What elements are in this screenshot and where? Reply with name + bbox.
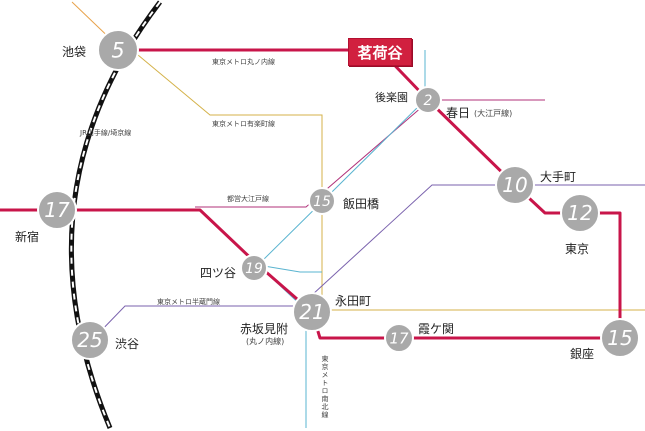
line-label-namboku: 東京メトロ南北線 [321, 355, 329, 419]
station-minutes-iidabashi: 15 [313, 194, 331, 210]
station-circle-kasumigaseki [384, 323, 414, 353]
station-label-iidabashi: 飯田橋 [343, 197, 380, 211]
station-minutes-korakuen: 2 [424, 93, 433, 109]
station-label-ikebukuro: 池袋 [62, 45, 87, 59]
line-label-yurakucho: 東京メトロ有楽町線 [212, 120, 275, 128]
station-minutes-ginza: 15 [607, 326, 632, 350]
station-circle-shinjuku [37, 190, 77, 230]
station-label-yotsuya: 四ツ谷 [200, 266, 237, 280]
station-circle-korakuen [414, 86, 442, 114]
station-label-kasuga: 春日 [446, 106, 471, 120]
station-circle-shibuya [70, 320, 110, 360]
line-label-hanzomon: 東京メトロ半蔵門線 [157, 298, 220, 306]
station-minutes-ikebukuro: 5 [111, 39, 124, 63]
station-label-shinjuku: 新宿 [15, 230, 40, 244]
station-note-kasuga: (大江戸線) [474, 109, 513, 118]
station-note-akasakamitsuke: (丸ノ内線) [246, 337, 285, 346]
station-label-tokyo: 東京 [565, 242, 590, 256]
station-minutes-shinjuku: 17 [44, 198, 70, 222]
line-oedo [195, 99, 545, 208]
line-label-jr: JR山手線/埼京線 [80, 129, 132, 137]
station-label-shibuya: 渋谷 [115, 337, 140, 351]
station-markers: 5 2 10 12 15 17 19 21 17 15 25 [37, 29, 640, 360]
station-label-otemachi: 大手町 [540, 170, 577, 184]
station-circle-akasakamitsuke [292, 292, 332, 332]
station-circle-tokyo [560, 193, 600, 233]
station-circle-ikebukuro [97, 29, 139, 71]
origin-station-badge: 茗荷谷 [348, 38, 412, 66]
station-circle-ginza [600, 318, 640, 358]
line-namboku [257, 50, 426, 428]
station-circle-yotsuya [240, 254, 268, 282]
station-label-kasumigaseki: 霞ケ関 [418, 322, 455, 336]
station-label-korakuen: 後楽園 [375, 91, 408, 104]
line-jr-branch [257, 264, 322, 273]
station-label-akasakamitsuke: 赤坂見附 [240, 322, 289, 336]
station-minutes-yotsuya: 19 [245, 261, 263, 277]
station-label-ginza: 銀座 [570, 347, 595, 361]
station-minutes-tokyo: 12 [567, 201, 592, 225]
station-minutes-shibuya: 25 [77, 328, 102, 352]
station-minutes-kasumigaseki: 17 [389, 329, 409, 347]
station-circle-otemachi [495, 165, 535, 205]
station-circle-iidabashi [308, 187, 336, 215]
line-label-oedo: 都営大江戸線 [227, 195, 269, 203]
station-label-nagatacho: 永田町 [335, 294, 372, 308]
line-label-marunouchi: 東京メトロ丸ノ内線 [212, 58, 275, 66]
station-minutes-otemachi: 10 [502, 173, 527, 197]
station-minutes-akasakamitsuke: 21 [299, 300, 324, 324]
